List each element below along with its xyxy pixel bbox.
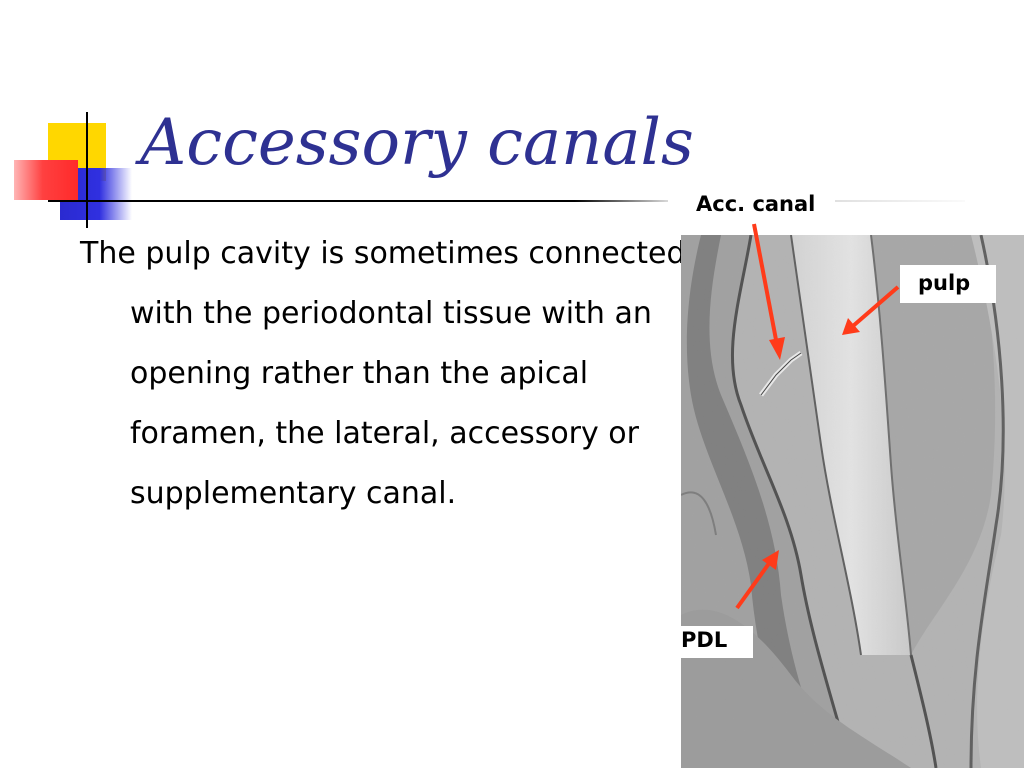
decor-vertical-line: [86, 112, 88, 228]
label-pulp: pulp: [900, 265, 996, 303]
decor-red-square: [14, 160, 78, 200]
slide-title: Accessory canals: [140, 106, 694, 180]
micrograph-image: [681, 235, 1024, 768]
body-paragraph: The pulp cavity is sometimes connected w…: [80, 236, 686, 511]
label-acc-canal: Acc. canal: [694, 192, 818, 218]
title-underline: [48, 200, 668, 202]
title-underline-fade: [835, 200, 965, 202]
label-pdl: PDL: [681, 626, 753, 658]
